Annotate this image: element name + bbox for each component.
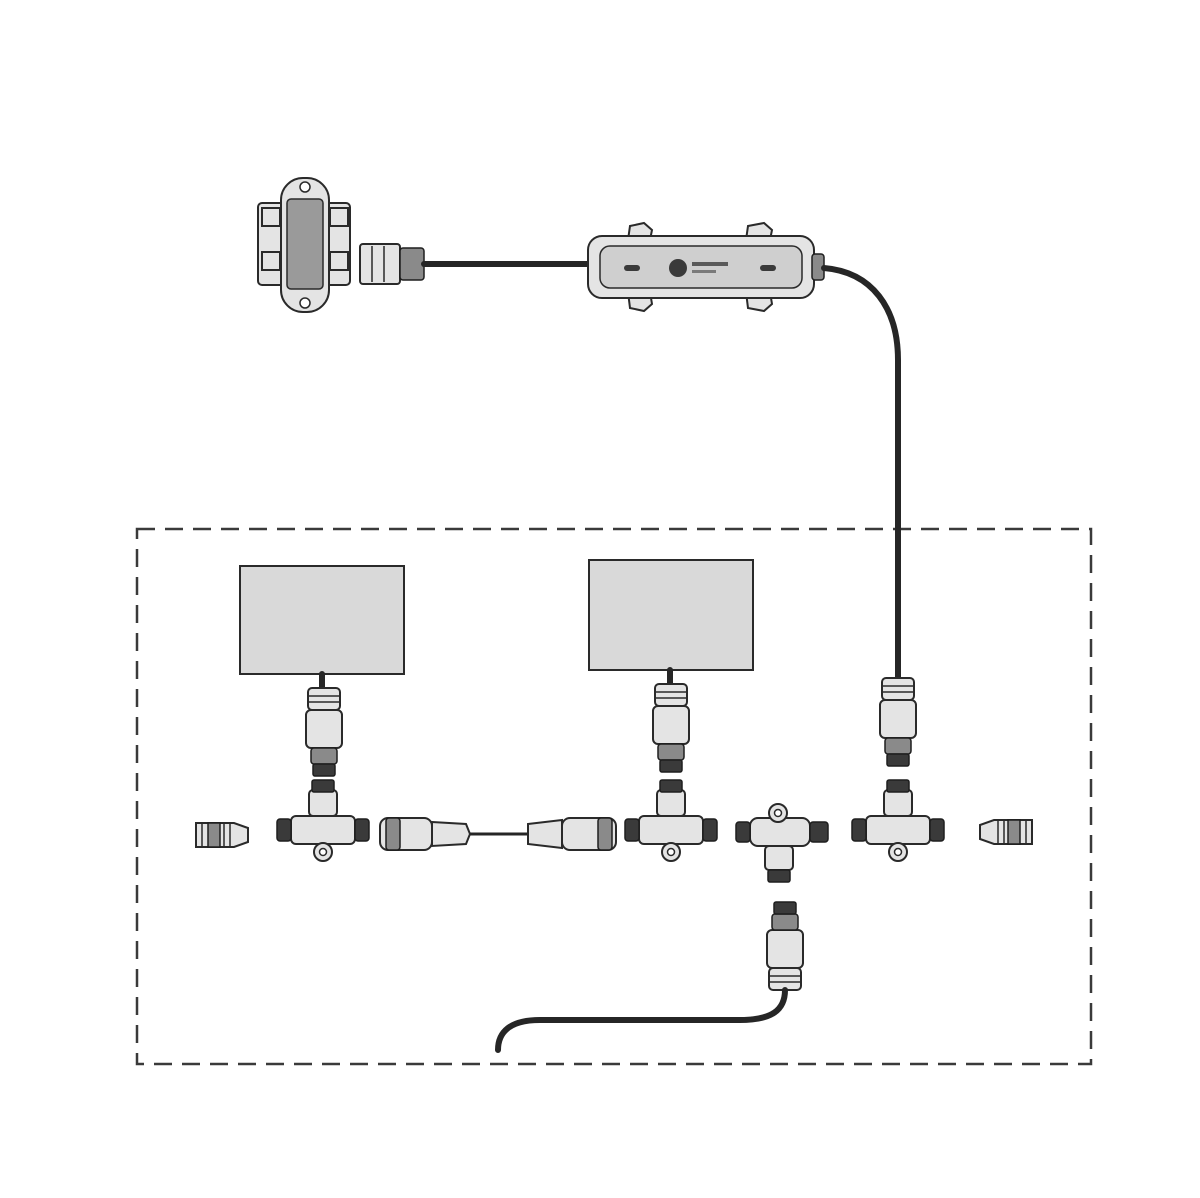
- tee-connector-middle: [624, 779, 718, 862]
- tee-connector-right: [851, 779, 945, 862]
- logo-badge-icon: [669, 259, 687, 277]
- device-box-left: [239, 565, 405, 675]
- backbone-terminator-right: [979, 819, 1033, 845]
- backbone-terminator-left: [195, 822, 249, 848]
- drop-connector-left: [305, 687, 343, 777]
- device-box-right: [588, 559, 754, 671]
- tee-connector-left: [276, 779, 370, 862]
- network-boundary: [135, 527, 1093, 1066]
- terminal-block: [257, 177, 351, 313]
- extension-cable: [379, 817, 617, 851]
- drop-cable-bottom: [495, 987, 788, 1053]
- terminal-plug: [359, 243, 425, 285]
- drop-connector-right: [879, 677, 917, 767]
- inline-module: [587, 221, 825, 313]
- drop-connector-middle: [652, 683, 690, 773]
- mounting-hole-icon: [299, 181, 311, 193]
- led-indicator-icon: [624, 265, 640, 271]
- tee-connector-down: [735, 803, 829, 883]
- led-indicator-icon: [760, 265, 776, 271]
- module-cable: [821, 265, 901, 681]
- mounting-hole-icon: [299, 297, 311, 309]
- drop-connector-bottom: [766, 901, 804, 991]
